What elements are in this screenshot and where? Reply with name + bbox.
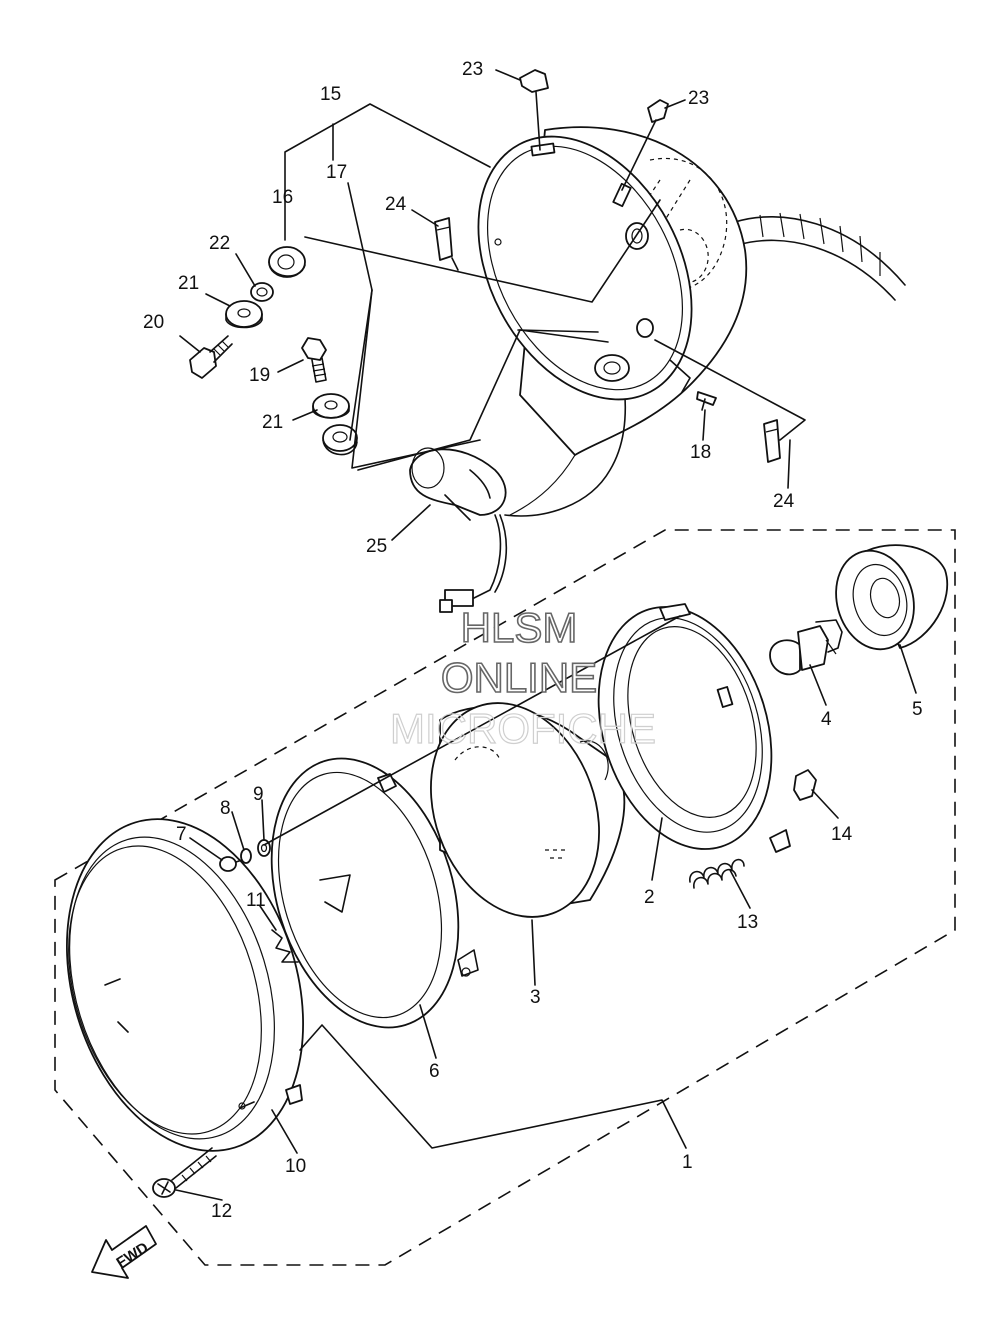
callout-21-lower: 21: [262, 412, 283, 433]
washer-21-upper: [225, 300, 263, 329]
bulb-4: [769, 619, 843, 676]
screw-18: [696, 391, 717, 411]
clip-24-lower: [763, 419, 781, 463]
callout-1: 1: [682, 1152, 693, 1173]
watermark-line-3: MICROFICHE: [390, 705, 656, 752]
clip-23-right: [647, 99, 669, 123]
callout-5: 5: [912, 699, 923, 720]
grommet-lower: [322, 424, 358, 456]
fwd-direction-arrow: FWD: [91, 1225, 157, 1279]
callout-4: 4: [821, 709, 832, 730]
leader-lines: [175, 69, 917, 1201]
spring-13: [689, 858, 745, 889]
clip-14: [793, 769, 817, 801]
bolt-19: [301, 337, 327, 383]
callout-17: 17: [326, 162, 347, 183]
washer-8: [240, 848, 252, 864]
lens-reflector-3: [430, 702, 626, 918]
callout-19: 19: [249, 365, 270, 386]
callout-23-right: 23: [688, 88, 709, 109]
callout-10: 10: [285, 1156, 306, 1177]
callout-7: 7: [176, 824, 187, 845]
headlight-housing: [477, 126, 906, 517]
clip-23-left: [519, 69, 549, 93]
screw-12: [152, 1147, 217, 1198]
bulb-cover-5: [835, 544, 949, 651]
callout-25: 25: [366, 536, 387, 557]
callout-20: 20: [143, 312, 164, 333]
wiring-socket-25: [409, 447, 508, 613]
watermark-line-2: ONLINE: [441, 654, 597, 701]
assembly-1-boundary: [54, 529, 956, 1266]
callout-13: 13: [737, 912, 758, 933]
grommet-16: [268, 246, 306, 278]
callout-14: 14: [831, 824, 853, 845]
mounting-ring-6: [270, 757, 479, 1029]
callout-22: 22: [209, 233, 230, 254]
callout-24-lower: 24: [773, 491, 795, 512]
callout-labels: 1 2 3 4 5 6 7 8 9 10 11 12 13 14 15 16 1…: [143, 59, 923, 1222]
callout-6: 6: [429, 1061, 440, 1082]
callout-9: 9: [253, 784, 264, 805]
callout-11: 11: [246, 890, 266, 911]
callout-12: 12: [211, 1201, 232, 1222]
headlight-rim-10: [66, 818, 304, 1152]
callout-23-left: 23: [462, 59, 483, 80]
callout-3: 3: [530, 987, 541, 1008]
adjusting-ring-2: [597, 603, 791, 853]
watermark-line-1: HLSM: [461, 604, 578, 651]
bolt-20: [189, 335, 233, 379]
callout-24-upper: 24: [385, 194, 407, 215]
clip-24-upper: [434, 217, 453, 261]
spring-11: [271, 929, 299, 963]
callout-2: 2: [644, 887, 655, 908]
washer-21-lower: [312, 393, 350, 419]
collar-22: [250, 282, 274, 302]
callout-16: 16: [272, 187, 293, 208]
callout-8: 8: [220, 798, 231, 819]
callout-18: 18: [690, 442, 711, 463]
callout-21-upper: 21: [178, 273, 199, 294]
callout-15: 15: [320, 84, 341, 105]
watermark: HLSM ONLINE MICROFICHE: [389, 603, 656, 752]
